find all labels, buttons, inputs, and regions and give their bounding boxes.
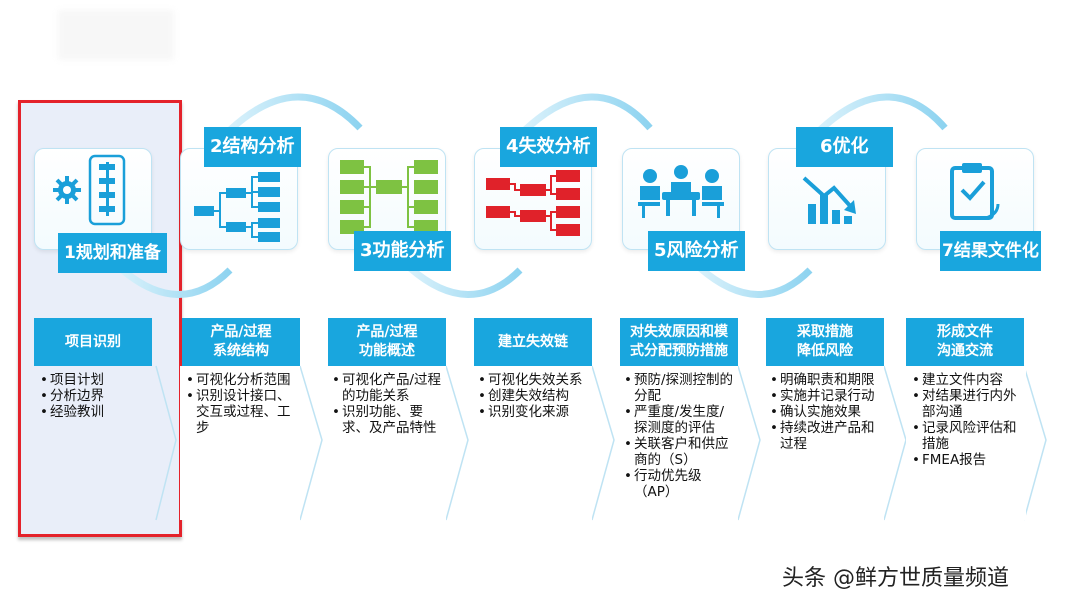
column-head-2: 产品/过程 系统结构 xyxy=(182,318,300,366)
column-head-3: 产品/过程 功能概述 xyxy=(328,318,446,366)
function-structure-icon xyxy=(340,160,438,234)
step-label-4: 4失效分析 xyxy=(500,127,597,167)
list-item: 可视化产品/过程的功能关系 xyxy=(332,372,444,404)
list-item: 预防/探测控制的分配 xyxy=(624,372,736,404)
list-item: 记录风险评估和措施 xyxy=(912,420,1024,452)
flow-arrows xyxy=(117,93,948,298)
column-head-3-text: 产品/过程 功能概述 xyxy=(356,324,418,359)
step-label-1: 1规划和准备 xyxy=(58,233,167,273)
column-head-6: 采取措施 降低风险 xyxy=(766,318,884,366)
meeting-team-icon xyxy=(638,165,724,218)
list-item: 严重度/发生度/探测度的评估 xyxy=(624,404,736,436)
column-head-1: 项目识别 xyxy=(34,318,152,366)
list-item: 创建失效结构 xyxy=(478,388,590,404)
column-head-7: 形成文件 沟通交流 xyxy=(906,318,1024,366)
column-list-6: 明确职责和期限 实施并记录行动 确认实施效果 持续改进产品和过程 xyxy=(764,366,884,452)
declining-chart-icon xyxy=(802,176,856,224)
column-list-1: 项目计划 分析边界 经验教训 xyxy=(34,366,154,420)
step-label-7: 7结果文件化 xyxy=(940,231,1041,271)
column-chevrons xyxy=(155,365,1047,521)
list-item: 分析边界 xyxy=(40,388,152,404)
list-item: 对结果进行内外部沟通 xyxy=(912,388,1024,420)
arc-bot-5-6 xyxy=(697,265,813,298)
column-head-5-text: 对失效原因和模 式分配预防措施 xyxy=(630,324,728,359)
column-list-4: 可视化失效关系 创建失效结构 识别变化来源 xyxy=(472,366,592,420)
column-head-1-text: 项目识别 xyxy=(65,333,121,350)
list-item: 实施并记录行动 xyxy=(770,388,882,404)
column-body-2: 可视化分析范围 识别设计接口、交互或过程、工步 xyxy=(180,366,300,520)
list-item: 明确职责和期限 xyxy=(770,372,882,388)
list-item: 建立文件内容 xyxy=(912,372,1024,388)
list-item: 可视化分析范围 xyxy=(186,372,298,388)
column-head-4-text: 建立失效链 xyxy=(498,333,568,350)
arc-top-6-7 xyxy=(817,93,948,133)
step-label-6: 6优化 xyxy=(796,127,893,167)
column-body-4: 可视化失效关系 创建失效结构 识别变化来源 xyxy=(472,366,592,520)
arc-bot-3-4 xyxy=(407,265,523,298)
column-head-5: 对失效原因和模 式分配预防措施 xyxy=(620,318,738,366)
step-label-2: 2结构分析 xyxy=(204,127,301,167)
list-item: 识别功能、要求、及产品特性 xyxy=(332,404,444,436)
arc-top-2-3 xyxy=(227,93,363,133)
list-item: 行动优先级（AP） xyxy=(624,468,736,500)
list-item: 关联客户和供应商的（S） xyxy=(624,436,736,468)
list-item: 持续改进产品和过程 xyxy=(770,420,882,452)
clipboard-check-icon xyxy=(950,163,1000,220)
list-item: FMEA报告 xyxy=(912,452,1024,468)
column-body-7: 建立文件内容 对结果进行内外部沟通 记录风险评估和措施 FMEA报告 xyxy=(906,366,1026,520)
column-list-2: 可视化分析范围 识别设计接口、交互或过程、工步 xyxy=(180,366,300,436)
failure-chain-icon xyxy=(486,170,580,236)
step-label-5: 5风险分析 xyxy=(648,231,745,271)
column-body-3: 可视化产品/过程的功能关系 识别功能、要求、及产品特性 xyxy=(326,366,446,520)
list-item: 识别设计接口、交互或过程、工步 xyxy=(186,388,298,436)
column-list-3: 可视化产品/过程的功能关系 识别功能、要求、及产品特性 xyxy=(326,366,446,436)
list-item: 识别变化来源 xyxy=(478,404,590,420)
list-item: 经验教训 xyxy=(40,404,152,420)
step-label-3: 3功能分析 xyxy=(354,231,451,271)
watermark: 头条 @鲜方世质量频道 xyxy=(782,566,1009,591)
arc-bot-1-2 xyxy=(117,265,233,298)
gear-flow-icon xyxy=(53,154,126,226)
list-item: 项目计划 xyxy=(40,372,152,388)
column-head-6-text: 采取措施 降低风险 xyxy=(797,324,853,359)
list-item: 可视化失效关系 xyxy=(478,372,590,388)
tree-structure-icon xyxy=(194,172,280,242)
column-list-5: 预防/探测控制的分配 严重度/发生度/探测度的评估 关联客户和供应商的（S） 行… xyxy=(618,366,738,500)
list-item: 确认实施效果 xyxy=(770,404,882,420)
column-head-4: 建立失效链 xyxy=(474,318,592,366)
arc-top-4-5 xyxy=(522,93,653,133)
column-body-1: 项目计划 分析边界 经验教训 xyxy=(34,366,154,520)
top-blur-patch xyxy=(58,10,174,60)
column-head-7-text: 形成文件 沟通交流 xyxy=(937,324,993,359)
column-body-5: 预防/探测控制的分配 严重度/发生度/探测度的评估 关联客户和供应商的（S） 行… xyxy=(618,366,738,520)
column-head-2-text: 产品/过程 系统结构 xyxy=(210,324,272,359)
column-list-7: 建立文件内容 对结果进行内外部沟通 记录风险评估和措施 FMEA报告 xyxy=(906,366,1026,468)
column-body-6: 明确职责和期限 实施并记录行动 确认实施效果 持续改进产品和过程 xyxy=(764,366,884,520)
